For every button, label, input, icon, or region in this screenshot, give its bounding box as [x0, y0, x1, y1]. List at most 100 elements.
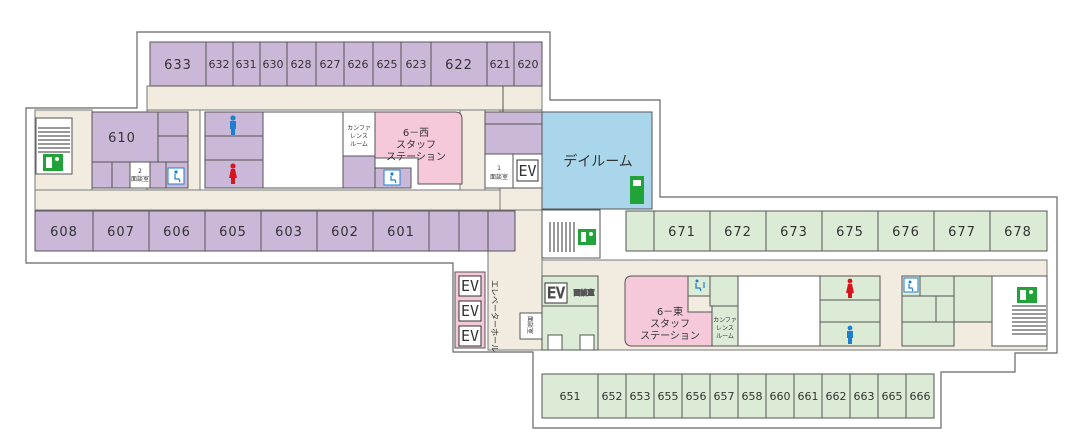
room-676: 676 [892, 225, 920, 240]
stairs-icon [549, 222, 575, 252]
room-633: 633 [164, 58, 192, 73]
accessible-baby-icon [695, 279, 705, 292]
room-663: 663 [854, 390, 875, 403]
room-660: 660 [770, 390, 791, 403]
east-rooms [625, 210, 1048, 252]
svg-text:ルーム: ルーム [350, 141, 368, 148]
svg-text:カンファ: カンファ [713, 317, 737, 324]
east-room-labels: 671 672 673 675 676 677 678 [668, 225, 1032, 240]
stairs-icon [38, 127, 70, 153]
elevator-hall-label: エレベーターホール [490, 280, 499, 352]
room-630: 630 [263, 58, 284, 71]
room-655: 655 [658, 390, 679, 403]
emergency-exit-icon [578, 229, 596, 245]
room-677: 677 [948, 225, 976, 240]
room-608: 608 [50, 225, 78, 240]
room-631: 631 [236, 58, 257, 71]
west-room-labels: 608 607 606 605 603 602 601 [50, 225, 415, 240]
room-673: 673 [780, 225, 808, 240]
building-outline [25, 31, 1058, 429]
room-620: 620 [518, 58, 539, 71]
male-restroom-icon [847, 325, 853, 344]
conference-room-west: カンファ レンス ルーム [347, 125, 371, 148]
room-678: 678 [1004, 225, 1032, 240]
male-restroom-icon [230, 115, 236, 135]
north-room-labels: 633 632 631 630 628 627 626 625 623 622 … [164, 58, 538, 73]
room-632: 632 [209, 58, 230, 71]
room-652: 652 [602, 390, 623, 403]
room-658: 658 [742, 390, 763, 403]
room-666: 666 [910, 390, 931, 403]
staff-station-west: 6－西 スタッフ ステーション [386, 128, 446, 163]
room-672: 672 [724, 225, 752, 240]
svg-text:ステーション: ステーション [386, 152, 446, 163]
svg-text:スタッフ: スタッフ [650, 318, 690, 330]
room-622: 622 [445, 58, 473, 73]
svg-text:6－東: 6－東 [657, 305, 683, 318]
room-661: 661 [798, 390, 819, 403]
consult-room-1: 1 面談室 [490, 165, 508, 181]
staff-station-east: 6－東 スタッフ ステーション [640, 305, 700, 342]
elevator-hall: EV EV EV エレベーターホール [454, 271, 499, 352]
room-656: 656 [686, 390, 707, 403]
accessible-restroom-icon [167, 167, 185, 185]
north-rooms [149, 41, 543, 87]
room-628: 628 [291, 58, 312, 71]
room-675: 675 [836, 225, 864, 240]
room-627: 627 [320, 58, 341, 71]
room-623: 623 [406, 58, 427, 71]
svg-text:EV: EV [518, 162, 536, 180]
room-607: 607 [107, 225, 135, 240]
room-665: 665 [882, 390, 903, 403]
room-621: 621 [490, 58, 511, 71]
room-602: 602 [331, 225, 359, 240]
svg-text:ステーション: ステーション [640, 331, 700, 342]
consult-room-east: 面談室 [574, 288, 595, 297]
emergency-exit-icon [43, 154, 63, 171]
svg-text:面談室: 面談室 [490, 173, 508, 181]
accessible-restroom-icon [383, 169, 401, 186]
room-605: 605 [219, 225, 247, 240]
accessible-restroom-icon [903, 277, 919, 293]
conference-room-east: カンファ レンス ルーム [713, 317, 737, 340]
room-657: 657 [714, 390, 735, 403]
svg-text:1: 1 [497, 165, 501, 172]
female-restroom-icon [229, 163, 237, 184]
vending-machine-icon [630, 176, 644, 204]
room-653: 653 [630, 390, 651, 403]
female-restroom-icon [846, 278, 854, 298]
room-626: 626 [348, 58, 369, 71]
room-671: 671 [668, 225, 696, 240]
room-601: 601 [387, 225, 415, 240]
svg-text:2: 2 [138, 168, 142, 175]
west-rooms [34, 210, 516, 252]
svg-text:EV: EV [461, 302, 479, 320]
svg-text:レンス: レンス [716, 325, 734, 332]
stairs-icon [1012, 305, 1046, 335]
svg-text:EV: EV [461, 277, 479, 295]
room-610: 610 [108, 131, 136, 146]
svg-text:面談室: 面談室 [131, 175, 149, 183]
svg-text:6－西: 6－西 [403, 128, 429, 139]
consult-room-vertical: 面談室 [519, 312, 543, 340]
room-651: 651 [560, 390, 581, 403]
room-662: 662 [826, 390, 847, 403]
room-606: 606 [163, 225, 191, 240]
south-room-labels: 651 652 653 655 656 657 658 660 661 662 … [560, 390, 931, 403]
svg-text:レンス: レンス [350, 133, 368, 140]
svg-text:EV: EV [461, 327, 479, 345]
room-625: 625 [377, 58, 398, 71]
east-core: EV 面談室 [541, 275, 599, 351]
svg-text:ルーム: ルーム [716, 333, 734, 340]
room-603: 603 [275, 225, 303, 240]
elevator-core: EV [516, 159, 539, 182]
svg-text:カンファ: カンファ [347, 125, 371, 132]
svg-text:デイルーム: デイルーム [563, 153, 633, 170]
svg-text:面談室: 面談室 [526, 316, 534, 334]
svg-text:スタッフ: スタッフ [396, 139, 436, 151]
emergency-exit-icon [1017, 287, 1037, 303]
consult-room-2: 2 面談室 [131, 168, 149, 183]
central-stairs [541, 209, 601, 259]
svg-text:EV: EV [547, 284, 565, 302]
